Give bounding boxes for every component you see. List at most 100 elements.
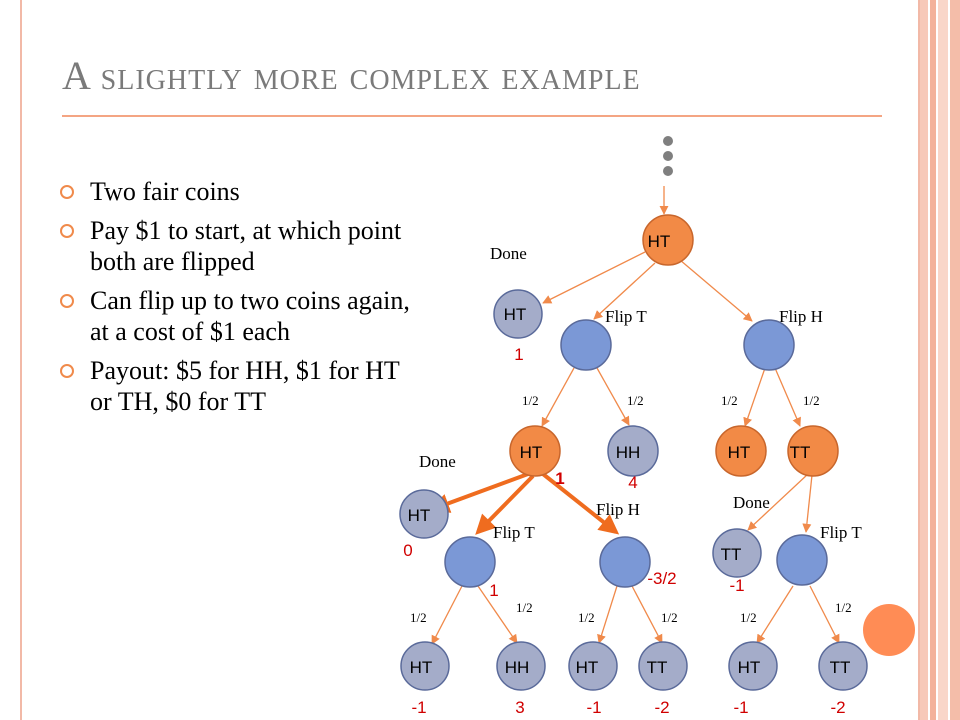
tree-node-outcome — [715, 425, 767, 477]
edge-flip-t-highlight — [475, 474, 535, 535]
tree-node-outcome — [787, 425, 839, 477]
prob-label: 1/2 — [578, 610, 595, 625]
node-label: HT — [738, 658, 761, 677]
tree-node-leaf — [400, 641, 450, 691]
edge-label-flip-t: Flip T — [820, 523, 862, 542]
node-value: 4 — [628, 473, 637, 492]
prob-label: 1/2 — [627, 393, 644, 408]
node-label: TT — [647, 658, 668, 677]
bullet-text: Pay $1 to start, at which point both are… — [90, 216, 402, 276]
node-label: HT — [410, 658, 433, 677]
tree-node-leaf — [638, 641, 688, 691]
edge-flip-t — [593, 262, 656, 320]
edge-label-flip-t: Flip T — [493, 523, 535, 542]
prob-label: 1/2 — [516, 600, 533, 615]
node-value: 1 — [489, 581, 498, 600]
edge-flip-h-highlight — [541, 472, 620, 535]
edge-done — [542, 251, 646, 304]
node-value: 3 — [515, 698, 524, 717]
edge-half — [477, 585, 518, 644]
node-value: 1 — [555, 469, 564, 488]
edge-label-flip-t: Flip T — [605, 307, 647, 326]
bullet-item: Payout: $5 for HH, $1 for HT or TH, $0 f… — [60, 355, 420, 417]
tree-node-flip — [599, 536, 651, 588]
edge-half — [809, 585, 840, 644]
node-value: -2 — [830, 698, 845, 717]
node-label: HT — [576, 658, 599, 677]
edge-flip-t — [802, 474, 813, 533]
edge-done — [747, 473, 809, 531]
prob-label: 1/2 — [661, 610, 678, 625]
tree-node-flip — [743, 319, 795, 371]
node-label: HT — [408, 506, 431, 525]
edge-half — [597, 585, 618, 644]
bullet-item: Two fair coins — [60, 176, 420, 207]
bullet-text: Two fair coins — [90, 177, 240, 206]
prob-label: 1/2 — [740, 610, 757, 625]
tree-node-done — [493, 289, 543, 339]
node-label: HT — [648, 232, 671, 251]
node-value: -2 — [654, 698, 669, 717]
title-underline — [62, 115, 882, 117]
prob-label: 1/2 — [803, 393, 820, 408]
tree-node-flip — [776, 534, 828, 586]
prob-label: 1/2 — [410, 610, 427, 625]
bullet-item: Can flip up to two coins again, at a cos… — [60, 285, 420, 347]
bullet-list: Two fair coins Pay $1 to start, at which… — [60, 176, 420, 425]
node-label: HT — [520, 443, 543, 462]
decorative-stripes — [920, 0, 960, 720]
node-value: 0 — [403, 541, 412, 560]
edge-half — [743, 367, 766, 427]
tree-node-flip — [560, 319, 612, 371]
prob-label: 1/2 — [522, 393, 539, 408]
edge-label-done: Done — [733, 493, 770, 512]
tree-node-leaf — [568, 641, 618, 691]
node-value: -3/2 — [647, 569, 676, 588]
node-value: -1 — [729, 576, 744, 595]
bullet-item: Pay $1 to start, at which point both are… — [60, 215, 420, 277]
node-label: TT — [721, 545, 742, 564]
node-value: 1 — [514, 345, 523, 364]
edge-flip-h — [679, 259, 753, 322]
node-label: HH — [616, 443, 641, 462]
prob-label: 1/2 — [721, 393, 738, 408]
node-label: TT — [830, 658, 851, 677]
node-label: HT — [728, 443, 751, 462]
bullet-text: Payout: $5 for HH, $1 for HT or TH, $0 f… — [90, 356, 400, 416]
tree-node-leaf — [496, 641, 546, 691]
node-label: TT — [790, 443, 811, 462]
node-value: -1 — [733, 698, 748, 717]
prob-label: 1/2 — [835, 600, 852, 615]
edge-half — [756, 585, 794, 644]
slide-border — [20, 0, 920, 720]
bullet-text: Can flip up to two coins again, at a cos… — [90, 286, 410, 346]
node-value: -1 — [411, 698, 426, 717]
tree-node-root — [642, 214, 694, 266]
bullet-icon — [60, 185, 74, 199]
tree-node-leaf — [728, 641, 778, 691]
ellipsis-icon — [663, 136, 673, 176]
tree-node-done — [399, 489, 449, 539]
bullet-icon — [60, 294, 74, 308]
node-label: HT — [504, 305, 527, 324]
decorative-orange-circle — [863, 604, 915, 656]
edge-half — [431, 585, 463, 645]
edge-label-flip-h: Flip H — [779, 307, 823, 326]
bullet-icon — [60, 224, 74, 238]
tree-node-outcome — [607, 425, 659, 477]
edge-half — [541, 367, 575, 427]
bullet-icon — [60, 364, 74, 378]
edge-half — [631, 585, 663, 644]
edge-done-highlight — [429, 472, 529, 513]
node-label: HH — [505, 658, 530, 677]
slide-title: A slightly more complex example — [62, 53, 641, 98]
edge-label-done: Done — [419, 452, 456, 471]
tree-node-outcome — [509, 425, 561, 477]
tree-node-leaf — [818, 641, 868, 691]
edge-label-done: Done — [490, 244, 527, 263]
edge-label-flip-h: Flip H — [596, 500, 640, 519]
edge-half — [774, 367, 801, 427]
tree-node-flip — [444, 536, 496, 588]
node-value: -1 — [586, 698, 601, 717]
